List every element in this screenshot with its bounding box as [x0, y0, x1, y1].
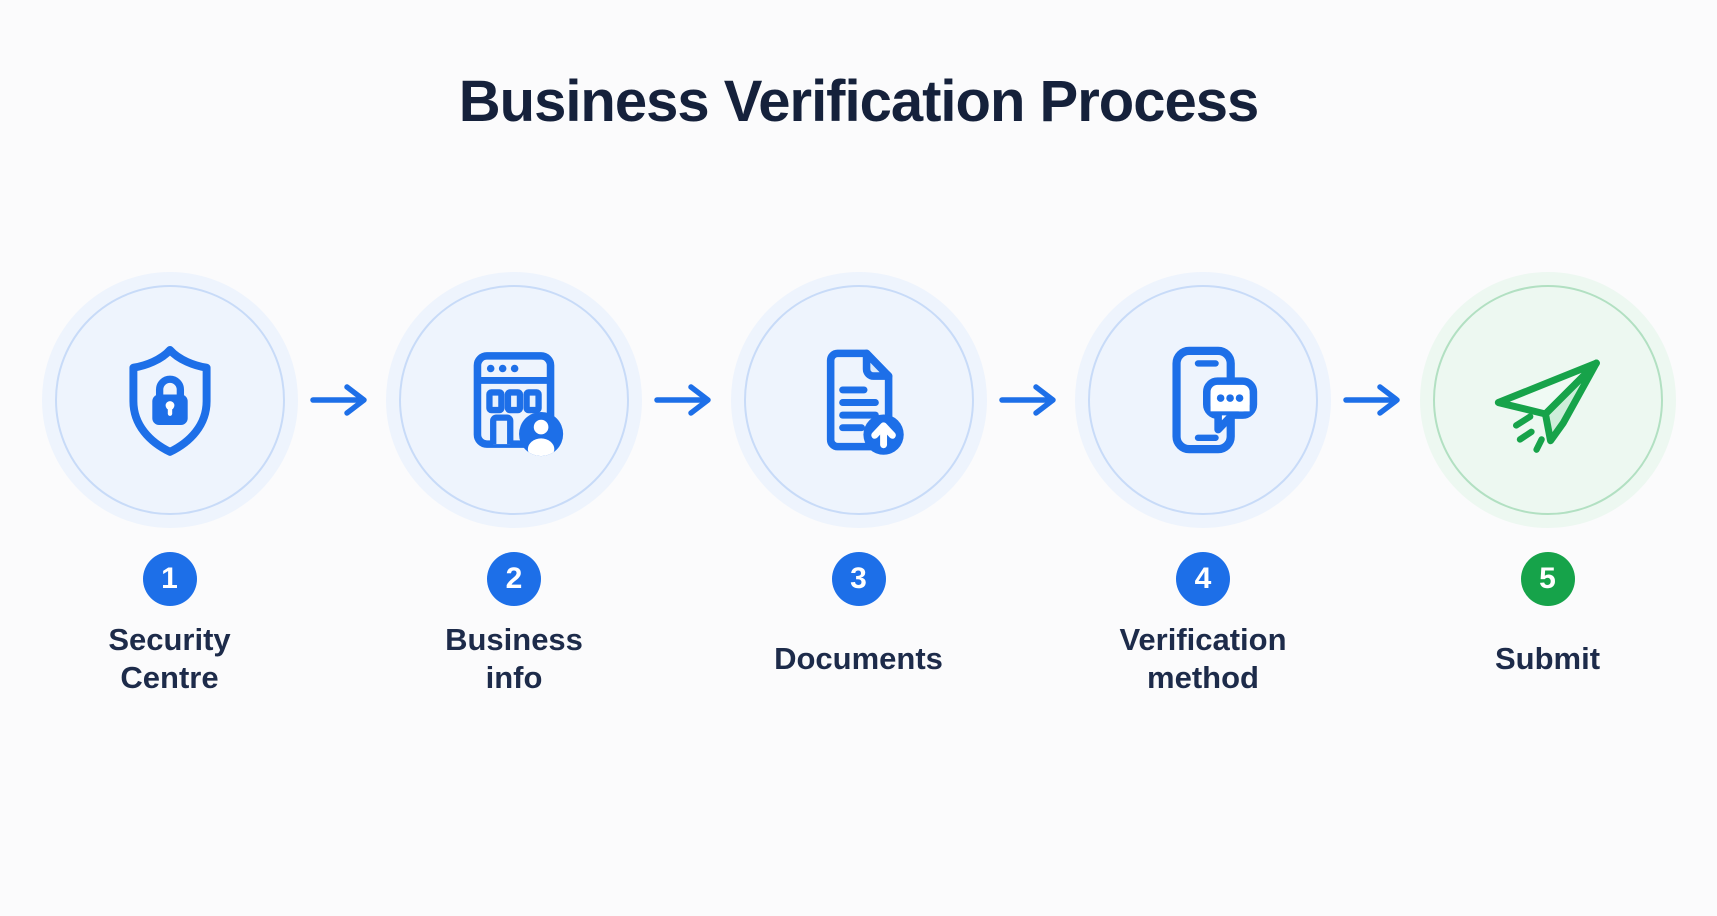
step-4-circle [1075, 272, 1331, 528]
arrow-right-icon [999, 384, 1056, 416]
circle-ring [743, 285, 974, 515]
building-user-icon [473, 352, 564, 457]
arrow-right-icon [654, 384, 711, 416]
step-label: Security Centre [108, 622, 231, 695]
step-number-badge: 4 [1176, 552, 1230, 606]
arrow-right-icon [310, 384, 367, 416]
step-number-badge: 5 [1520, 552, 1575, 606]
process-flow: 1 Security Centre [41, 272, 1676, 700]
phone-chat-icon [1172, 346, 1258, 454]
circle-ring [399, 285, 629, 515]
step-business-info: 2 Business info [386, 272, 642, 700]
step-3-circle [730, 272, 987, 528]
paper-plane-icon [1494, 359, 1600, 453]
step-label: Verification method [1119, 622, 1287, 695]
step-label: Documents [774, 641, 943, 677]
step-number-badge: 1 [142, 552, 197, 606]
step-label: Submit [1494, 641, 1601, 677]
step-1-circle [41, 272, 298, 528]
step-submit: 5 Submit [1419, 272, 1676, 700]
arrow-right-icon [1343, 384, 1400, 416]
circle-ring [1088, 285, 1318, 515]
circle-ring [1432, 285, 1663, 515]
step-2-circle [386, 272, 642, 528]
step-5-circle [1419, 272, 1676, 528]
page-title: Business Verification Process [458, 69, 1259, 134]
document-upload-icon [826, 349, 904, 455]
step-documents: 3 Documents [730, 272, 987, 700]
step-security-centre: 1 Security Centre [41, 272, 298, 700]
step-verification-method: 4 Verification method [1075, 272, 1331, 700]
step-number-badge: 2 [487, 552, 541, 606]
circle-ring [54, 285, 285, 515]
step-label: Business info [445, 622, 583, 695]
shield-lock-icon [128, 346, 211, 456]
step-number-badge: 3 [831, 552, 886, 606]
